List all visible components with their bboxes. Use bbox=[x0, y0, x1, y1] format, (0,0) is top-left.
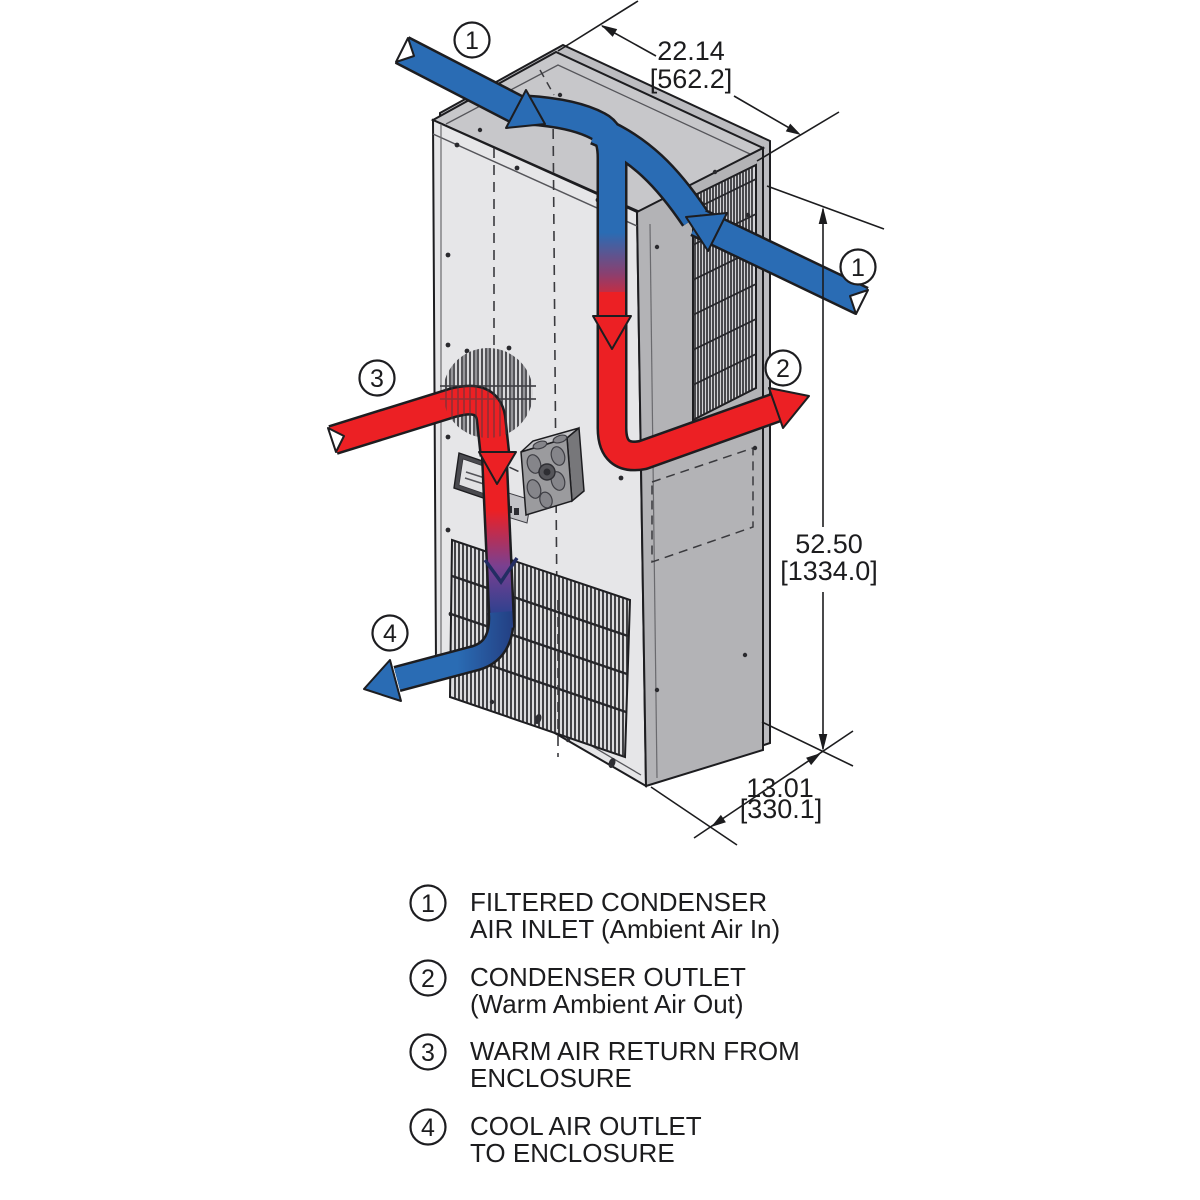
cool-out-arrowhead-icon bbox=[363, 659, 402, 702]
legend-1-num: 1 bbox=[421, 890, 435, 918]
tail-notch-top bbox=[395, 37, 415, 63]
callout-3-num: 3 bbox=[370, 365, 384, 393]
legend-4-line2: TO ENCLOSURE bbox=[470, 1138, 675, 1168]
ambient-in-right-arrowhead-icon bbox=[685, 212, 728, 252]
callout-1-right: 1 bbox=[839, 248, 877, 286]
callout-2: 2 bbox=[764, 349, 802, 387]
callouts: 1 1 2 3 4 bbox=[358, 21, 877, 652]
condenser-mid-arrowhead-icon bbox=[592, 315, 632, 350]
dim-depth-mm: [330.1] bbox=[740, 794, 823, 824]
legend-3-line1: WARM AIR RETURN FROM bbox=[470, 1036, 800, 1066]
dim-depth-in: 13.01 bbox=[746, 773, 814, 803]
band-cool-exit bbox=[394, 611, 513, 690]
right-face-seam bbox=[649, 223, 658, 779]
cooling-chevron-icon bbox=[483, 557, 519, 586]
legend-2-line2: (Warm Ambient Air Out) bbox=[470, 989, 744, 1019]
tail-notch-return bbox=[327, 427, 345, 453]
legend-3-line2: ENCLOSURE bbox=[470, 1063, 632, 1093]
condenser-out-arrowhead-icon bbox=[768, 387, 810, 429]
tail-notch-right bbox=[849, 289, 869, 315]
legend-2-num: 2 bbox=[421, 965, 435, 993]
dimension-depth: 13.01 [330.1] bbox=[650, 721, 854, 846]
condenser-inlet-grille bbox=[692, 163, 757, 422]
legend-4-line1: COOL AIR OUTLET bbox=[470, 1111, 702, 1141]
arrowheads bbox=[327, 37, 869, 702]
band-inlet-descent bbox=[525, 97, 625, 302]
callout-1-top-num: 1 bbox=[465, 27, 479, 55]
legend-item-3: 3 WARM AIR RETURN FROM ENCLOSURE bbox=[409, 1033, 800, 1093]
ambient-in-top-arrowhead-icon bbox=[505, 89, 546, 129]
legend-3-num: 3 bbox=[421, 1039, 435, 1067]
band-condenser-out bbox=[599, 292, 791, 469]
dim-height-mm: [1334.0] bbox=[780, 556, 878, 586]
callout-4: 4 bbox=[371, 614, 409, 652]
callout-1-right-num: 1 bbox=[851, 254, 865, 282]
callout-2-num: 2 bbox=[776, 355, 790, 383]
dim-width-mm: [562.2] bbox=[650, 64, 733, 94]
legend-item-2: 2 CONDENSER OUTLET (Warm Ambient Air Out… bbox=[409, 959, 746, 1019]
legend-4-num: 4 bbox=[421, 1114, 435, 1142]
callout-4-num: 4 bbox=[383, 620, 397, 648]
legend-2-line1: CONDENSER OUTLET bbox=[470, 962, 746, 992]
band-right-inlet bbox=[691, 210, 868, 313]
legend-1-line1: FILTERED CONDENSER bbox=[470, 887, 767, 917]
legend: 1 FILTERED CONDENSER AIR INLET (Ambient … bbox=[409, 884, 800, 1168]
band-top-inlet bbox=[396, 38, 522, 121]
callout-1-top: 1 bbox=[453, 21, 491, 59]
dim-width-in: 22.14 bbox=[657, 36, 725, 66]
legend-item-4: 4 COOL AIR OUTLET TO ENCLOSURE bbox=[409, 1108, 702, 1168]
warm-return-arrowhead-icon bbox=[478, 451, 517, 485]
dimension-height: 52.50 [1334.0] bbox=[766, 185, 885, 751]
dimension-width: 22.14 [562.2] bbox=[557, 0, 840, 162]
legend-1-line2: AIR INLET (Ambient Air In) bbox=[470, 914, 780, 944]
legend-item-1: 1 FILTERED CONDENSER AIR INLET (Ambient … bbox=[409, 884, 780, 944]
callout-3: 3 bbox=[358, 359, 396, 397]
dim-height-in: 52.50 bbox=[795, 529, 863, 559]
junction-box bbox=[520, 426, 585, 516]
